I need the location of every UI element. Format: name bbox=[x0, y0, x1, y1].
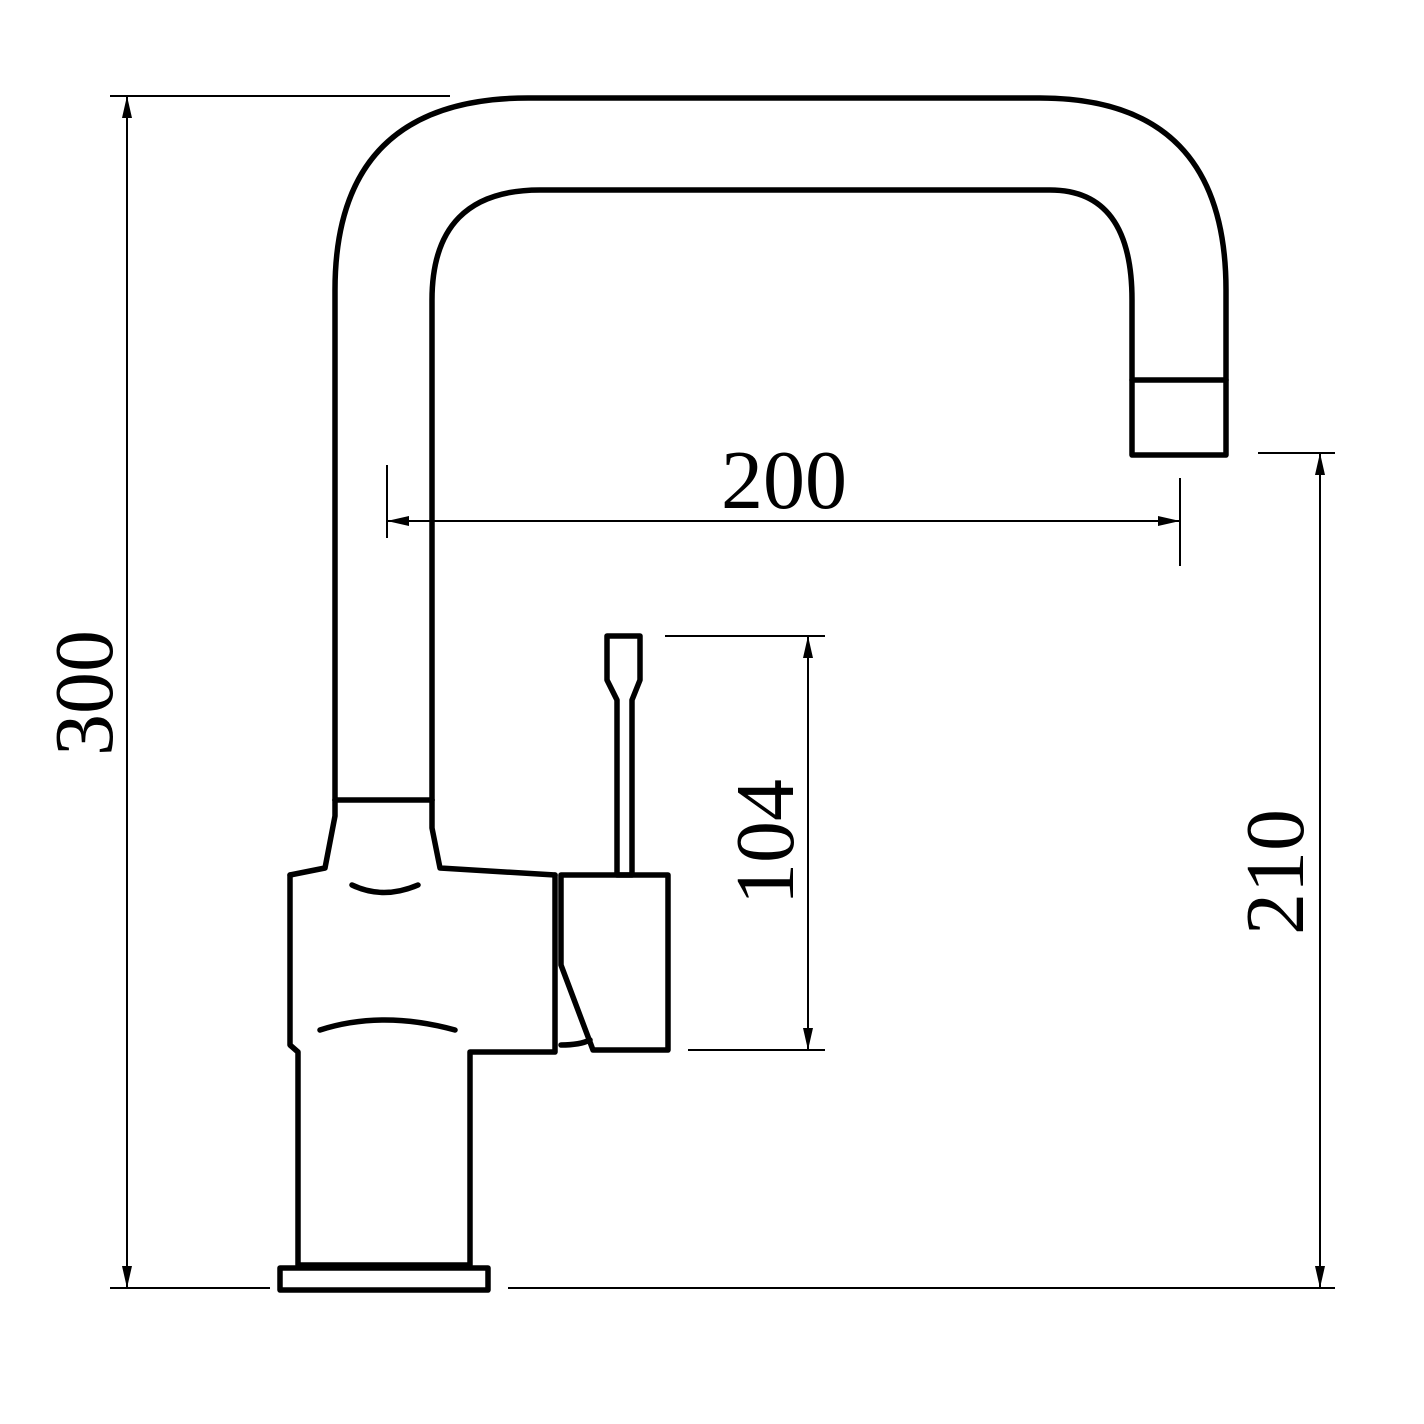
dim-handle-height-label: 104 bbox=[719, 779, 812, 905]
dim-handle-height: 104 bbox=[665, 635, 825, 1051]
handle-housing bbox=[558, 872, 671, 1053]
dim-total-height-label: 300 bbox=[38, 630, 131, 756]
handle-lever bbox=[604, 633, 643, 878]
dim-spout-reach: 200 bbox=[386, 434, 1181, 566]
dim-spout-height: 210 bbox=[508, 452, 1335, 1289]
handle-housing-curve bbox=[558, 1037, 593, 1048]
dim-total-height: 300 bbox=[38, 95, 450, 1289]
faucet-outline bbox=[277, 95, 1229, 1293]
dim-spout-height-label: 210 bbox=[1229, 809, 1322, 935]
body-block bbox=[287, 872, 558, 1268]
collar-right bbox=[429, 797, 558, 878]
collar-left bbox=[287, 797, 338, 878]
body-lower-arc bbox=[317, 1017, 458, 1033]
spout-outer bbox=[332, 95, 1229, 803]
dim-spout-reach-label: 200 bbox=[721, 434, 847, 527]
base-plate bbox=[277, 1265, 491, 1293]
body-upper-arc bbox=[349, 882, 421, 896]
